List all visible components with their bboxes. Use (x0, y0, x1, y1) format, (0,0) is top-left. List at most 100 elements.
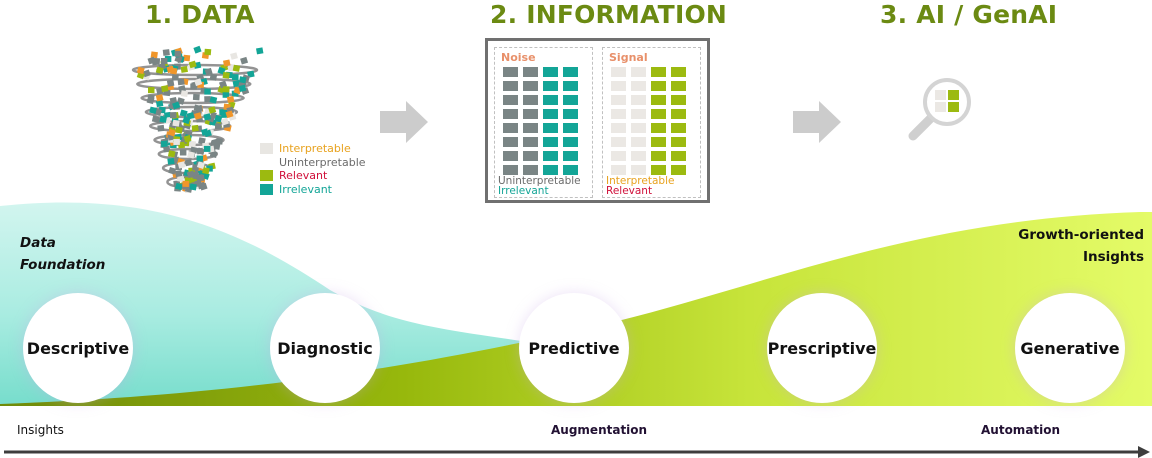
data-square (214, 114, 223, 123)
noise-cell (543, 109, 558, 119)
noise-cell (523, 109, 538, 119)
signal-cell (671, 95, 686, 105)
data-square (240, 56, 249, 65)
data-square (186, 112, 195, 120)
signal-cell (651, 109, 666, 119)
signal-cell (671, 109, 686, 119)
signal-caption: Interpretable Relevant (606, 175, 675, 197)
noise-cell (563, 165, 578, 175)
data-square (187, 151, 195, 159)
signal-cell (651, 81, 666, 91)
data-square (174, 182, 183, 191)
noise-cell (503, 81, 518, 91)
data-square (177, 161, 186, 169)
data-square (191, 124, 199, 132)
data-square (198, 137, 206, 145)
legend-label: Irrelevant (279, 182, 332, 196)
noise-cell (523, 137, 538, 147)
signal-cell (671, 123, 686, 133)
data-square (209, 96, 218, 104)
data-square (225, 110, 234, 119)
noise-cell (503, 95, 518, 105)
noise-cell (563, 81, 578, 91)
signal-cell (631, 109, 646, 119)
signal-cell (671, 151, 686, 161)
data-square (182, 180, 190, 188)
legend-item-interpretable: Interpretable (260, 142, 366, 156)
data-square (167, 150, 176, 158)
stage-circle-descriptive: Descriptive (23, 293, 133, 403)
data-square (169, 111, 177, 119)
noise-caption-line1: Uninterpretable (498, 175, 581, 187)
data-square (171, 74, 179, 81)
data-square (169, 96, 178, 105)
noise-cell (543, 151, 558, 161)
data-square (203, 129, 212, 138)
legend-item-irrelevant: Irrelevant (260, 183, 366, 197)
noise-cell (503, 67, 518, 77)
data-square (146, 96, 155, 105)
data-square (192, 93, 200, 101)
data-square (160, 58, 168, 64)
data-square (180, 65, 188, 73)
data-foundation-label: Data Foundation (20, 232, 105, 276)
data-square (190, 146, 198, 154)
data-square (188, 60, 197, 69)
noise-cell (543, 67, 558, 77)
noise-cell (503, 151, 518, 161)
data-square (223, 59, 231, 67)
signal-cell (651, 123, 666, 133)
stage-circle-generative: Generative (1015, 293, 1125, 403)
noise-grid (503, 67, 578, 175)
stage-title-data: 1. DATA (145, 0, 255, 29)
growth-line1: Growth-oriented (1018, 227, 1144, 243)
data-square (231, 74, 239, 81)
data-square (215, 138, 223, 145)
data-square (222, 86, 230, 93)
signal-cell (611, 165, 626, 175)
legend-item-relevant: Relevant (260, 169, 366, 183)
data-square (149, 106, 157, 114)
data-square (179, 149, 187, 156)
data-square (204, 96, 211, 103)
data-square (197, 147, 205, 155)
signal-cell (651, 67, 666, 77)
magnifier-icon (908, 78, 971, 141)
noise-cell (503, 123, 518, 133)
data-square (226, 95, 235, 103)
signal-caption-line1: Interpretable (606, 175, 675, 187)
stage-circle-predictive: Predictive (519, 293, 629, 403)
signal-cell (631, 151, 646, 161)
data-square (196, 161, 205, 170)
noise-cell (543, 95, 558, 105)
noise-cell (503, 137, 518, 147)
data-square (209, 150, 218, 159)
noise-cell (523, 81, 538, 91)
noise-cell (563, 137, 578, 147)
data-square (189, 183, 197, 191)
signal-cell (651, 137, 666, 147)
right-arrow-icon (380, 101, 428, 143)
stage-title-ai: 3. AI / GenAI (880, 0, 1058, 29)
signal-panel: Signal Interpretable Relevant (602, 47, 701, 198)
data-foundation-area (0, 202, 580, 405)
data-square (230, 52, 238, 60)
data-square (222, 71, 230, 79)
signal-cell (671, 81, 686, 91)
data-square (155, 100, 164, 108)
noise-cell (563, 123, 578, 133)
data-square (157, 124, 165, 132)
noise-title: Noise (501, 51, 536, 64)
data-square (160, 140, 168, 148)
data-square (255, 47, 264, 55)
legend-label: Uninterpretable (279, 155, 366, 169)
stage-circle-diagnostic: Diagnostic (270, 293, 380, 403)
data-square (204, 88, 211, 95)
signal-cell (611, 95, 626, 105)
signal-cell (611, 109, 626, 119)
noise-cell (563, 67, 578, 77)
data-square (159, 115, 167, 123)
data-square (147, 56, 156, 65)
noise-cell (543, 165, 558, 175)
data-square (188, 140, 197, 148)
